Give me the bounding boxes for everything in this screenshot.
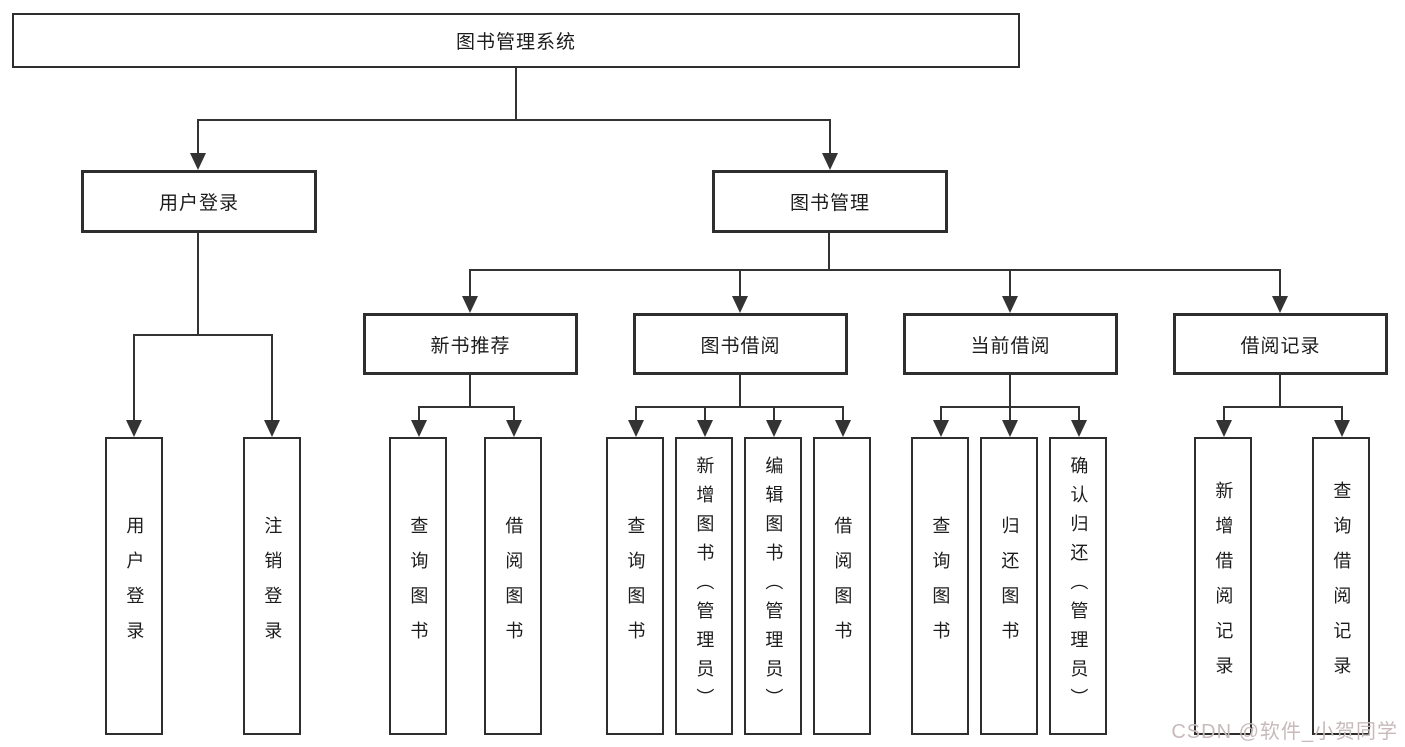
node-library-management-system: 图书管理系统: [12, 13, 1020, 68]
connector-line: [1279, 269, 1281, 298]
arrowhead-down-icon: [462, 296, 478, 313]
connector-line: [469, 269, 1281, 271]
connector-line: [197, 119, 199, 156]
node-label: 借阅记录: [1240, 335, 1321, 357]
connector-line: [198, 119, 831, 121]
connector-line: [515, 68, 517, 120]
connector-line: [1078, 406, 1080, 422]
arrowhead-down-icon: [1272, 296, 1288, 313]
connector-line: [418, 406, 420, 422]
leaf-label: 编辑图书（管理员）: [763, 455, 784, 717]
connector-line: [739, 269, 741, 298]
node-label: 图书借阅: [700, 335, 781, 357]
leaf-label: 查询借阅记录: [1331, 481, 1352, 691]
arrowhead-down-icon: [1002, 420, 1018, 437]
node-book-management: 图书管理: [712, 170, 948, 233]
arrowhead-down-icon: [628, 420, 644, 437]
leaf-label: 借阅图书: [503, 516, 524, 656]
leaf-return-book: 归还图书: [980, 437, 1038, 735]
connector-line: [133, 334, 135, 421]
connector-line: [197, 233, 199, 335]
leaf-label: 查询图书: [408, 516, 429, 656]
node-label: 用户登录: [158, 193, 239, 214]
connector-line: [828, 233, 830, 270]
connector-line: [635, 406, 844, 408]
connector-line: [1341, 406, 1343, 422]
arrowhead-down-icon: [411, 420, 427, 437]
leaf-borrow-books: 借阅图书: [484, 437, 542, 735]
node-borrowing-records: 借阅记录: [1173, 313, 1388, 375]
leaf-query-borrow-record: 查询借阅记录: [1312, 437, 1370, 735]
leaf-borrow-books: 借阅图书: [813, 437, 871, 735]
node-book-borrowing: 图书借阅: [633, 313, 848, 375]
connector-line: [739, 375, 741, 407]
leaf-label: 注销登录: [262, 516, 283, 656]
connector-line: [1223, 406, 1225, 422]
arrowhead-down-icon: [697, 420, 713, 437]
arrowhead-down-icon: [126, 420, 142, 437]
connector-line: [1009, 406, 1011, 422]
connector-line: [418, 406, 515, 408]
leaf-add-book-admin: 新增图书（管理员）: [675, 437, 733, 735]
leaf-query-books: 查询图书: [911, 437, 969, 735]
leaf-query-books: 查询图书: [389, 437, 447, 735]
arrowhead-down-icon: [264, 420, 280, 437]
connector-line: [842, 406, 844, 422]
node-label: 图书管理: [789, 193, 870, 214]
connector-line: [1009, 269, 1011, 298]
arrowhead-down-icon: [1334, 420, 1350, 437]
connector-line: [469, 269, 471, 298]
leaf-label: 确认归还（管理员）: [1068, 455, 1089, 717]
connector-line: [513, 406, 515, 422]
leaf-add-borrow-record: 新增借阅记录: [1194, 437, 1252, 735]
arrowhead-down-icon: [1071, 420, 1087, 437]
leaf-confirm-return-admin: 确认归还（管理员）: [1049, 437, 1107, 735]
connector-line: [1279, 375, 1281, 407]
leaf-label: 查询图书: [930, 516, 951, 656]
leaf-logout: 注销登录: [243, 437, 301, 735]
arrowhead-down-icon: [835, 420, 851, 437]
leaf-label: 归还图书: [999, 516, 1020, 656]
connector-line: [469, 375, 471, 407]
arrowhead-down-icon: [933, 420, 949, 437]
leaf-label: 用户登录: [124, 516, 145, 656]
arrowhead-down-icon: [766, 420, 782, 437]
connector-line: [271, 334, 273, 421]
arrowhead-down-icon: [1002, 296, 1018, 313]
arrowhead-down-icon: [190, 153, 206, 170]
leaf-edit-book-admin: 编辑图书（管理员）: [744, 437, 802, 735]
connector-line: [940, 406, 942, 422]
connector-line: [829, 119, 831, 156]
node-label: 新书推荐: [430, 335, 511, 357]
node-current-borrowing: 当前借阅: [903, 313, 1118, 375]
leaf-label: 查询图书: [625, 516, 646, 656]
node-new-book-recommend: 新书推荐: [363, 313, 578, 375]
node-user-login: 用户登录: [81, 170, 317, 233]
arrowhead-down-icon: [732, 296, 748, 313]
connector-line: [704, 406, 706, 422]
node-label: 当前借阅: [970, 335, 1051, 357]
leaf-query-books: 查询图书: [606, 437, 664, 735]
arrowhead-down-icon: [1216, 420, 1232, 437]
leaf-label: 新增图书（管理员）: [694, 455, 715, 717]
csdn-watermark: CSDN @软件_小贺同学: [1171, 721, 1398, 743]
connector-line: [635, 406, 637, 422]
arrowhead-down-icon: [822, 153, 838, 170]
node-label: 图书管理系统: [455, 32, 576, 53]
connector-line: [1223, 406, 1342, 408]
arrowhead-down-icon: [506, 420, 522, 437]
leaf-label: 借阅图书: [832, 516, 853, 656]
connector-line: [133, 334, 273, 336]
connector-line: [773, 406, 775, 422]
leaf-user-login: 用户登录: [105, 437, 163, 735]
leaf-label: 新增借阅记录: [1213, 481, 1234, 691]
connector-line: [1009, 375, 1011, 407]
